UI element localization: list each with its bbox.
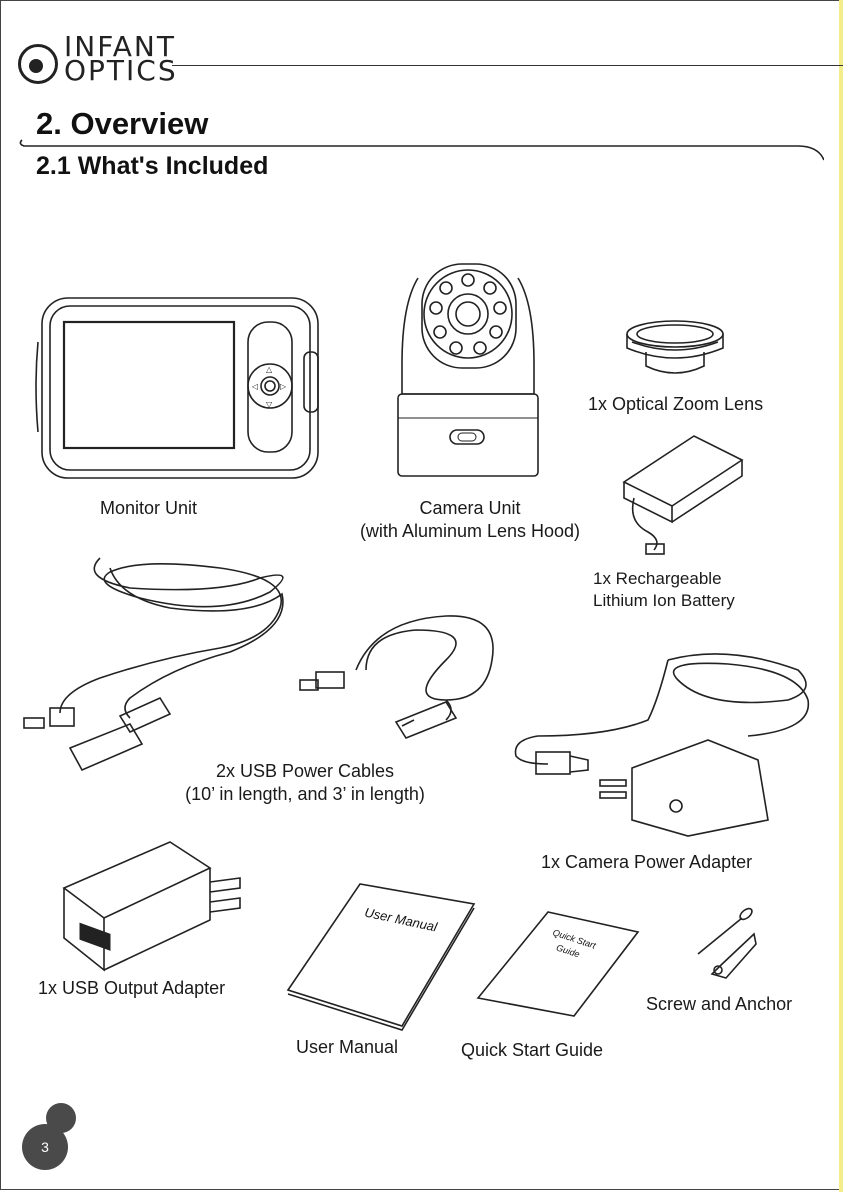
caption-usb-cables-line2: (10’ in length, and 3’ in length)	[185, 784, 425, 804]
caption-usb-cables: 2x USB Power Cables (10’ in length, and …	[160, 760, 450, 806]
usb-output-adapter-image	[62, 841, 241, 972]
svg-text:▷: ▷	[280, 382, 287, 391]
screw-anchor-image	[697, 907, 757, 979]
caption-battery-line2: Lithium Ion Battery	[593, 591, 735, 610]
usb-cable-short-image	[299, 615, 494, 739]
caption-quick-start-guide: Quick Start Guide	[461, 1040, 604, 1060]
page-edge-stripe	[839, 0, 843, 1192]
subsection-title: 2.1 What's Included	[36, 152, 269, 180]
infant-optics-logo: INFANT OPTICS	[18, 30, 178, 92]
caption-camera-unit-line2: (with Aluminum Lens Hood)	[359, 521, 581, 541]
page-number-text: 3	[41, 1139, 49, 1155]
caption-user-manual: User Manual	[296, 1037, 399, 1057]
camera-power-adapter-image	[514, 653, 810, 837]
caption-camera-unit: Camera Unit (with Aluminum Lens Hood)	[330, 497, 610, 543]
caption-usb-cables-line1: 2x USB Power Cables	[215, 761, 395, 781]
caption-camera-unit-line1: Camera Unit	[419, 498, 521, 518]
caption-battery: 1x Rechargeable Lithium Ion Battery	[593, 568, 735, 612]
logo-line-1: INFANT	[64, 30, 176, 63]
monitor-unit-image: △ ▽ ◁ ▷	[35, 297, 319, 479]
caption-camera-power-adapter: 1x Camera Power Adapter	[541, 852, 753, 872]
caption-battery-line1: 1x Rechargeable	[593, 569, 722, 588]
battery-image	[622, 435, 744, 555]
logo-line-2: OPTICS	[64, 54, 178, 87]
caption-screw-anchor: Screw and Anchor	[646, 994, 793, 1014]
quick-start-guide-image	[476, 911, 640, 1017]
caption-usb-output-adapter: 1x USB Output Adapter	[38, 978, 226, 998]
caption-zoom-lens: 1x Optical Zoom Lens	[588, 394, 764, 414]
zoom-lens-image	[626, 320, 724, 374]
svg-text:△: △	[266, 365, 273, 374]
section-title: 2. Overview	[36, 106, 209, 141]
logo-mark-icon	[18, 44, 58, 84]
header-rule	[172, 65, 843, 66]
page-number: 3	[22, 1124, 68, 1170]
user-manual-image	[286, 883, 476, 1031]
usb-cable-long-image	[23, 557, 284, 772]
camera-unit-image	[397, 263, 539, 477]
svg-text:◁: ◁	[251, 382, 258, 391]
section-title-underline	[19, 139, 824, 161]
svg-text:▽: ▽	[266, 400, 273, 409]
caption-monitor-unit: Monitor Unit	[100, 498, 198, 518]
